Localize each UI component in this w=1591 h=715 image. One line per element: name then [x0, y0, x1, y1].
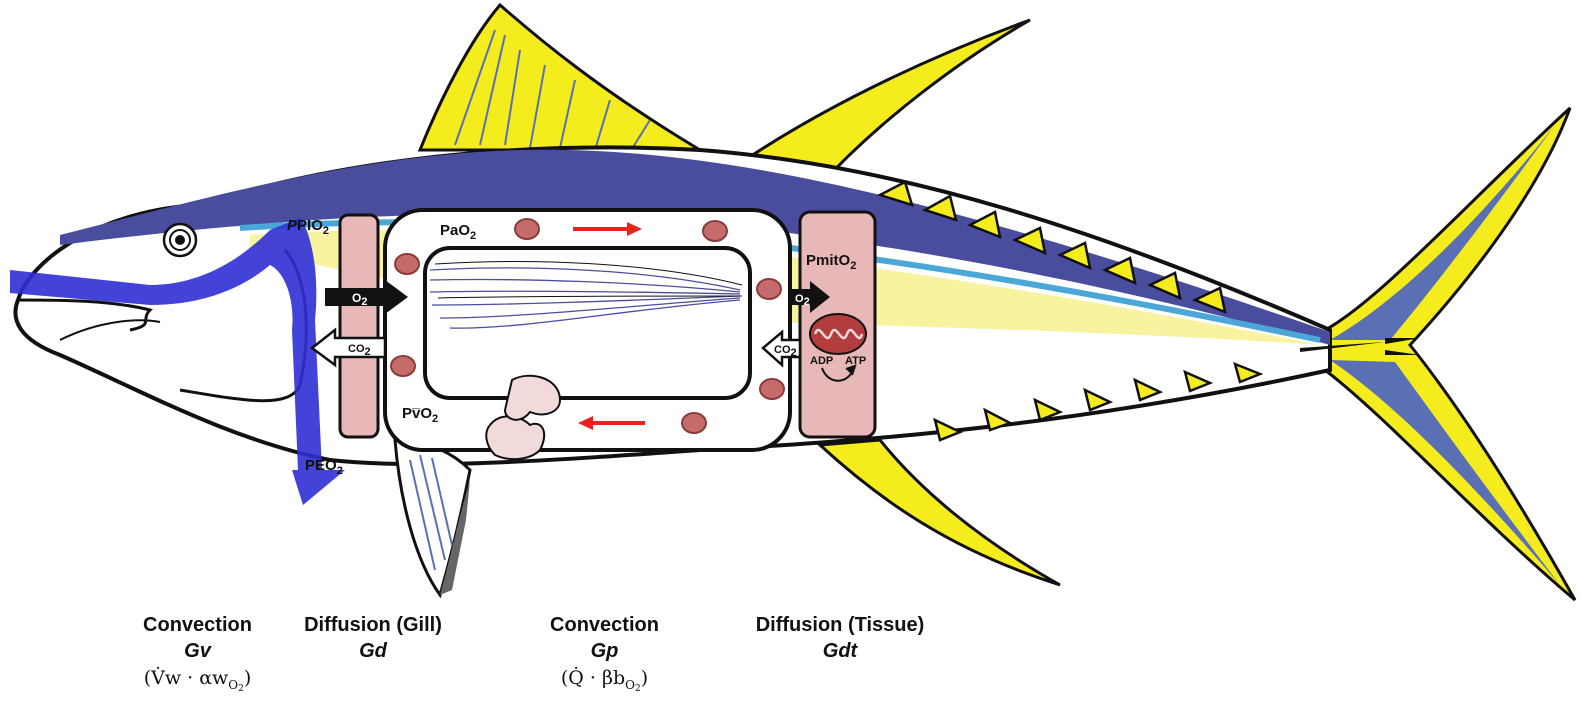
caption-gdt: Diffusion (Tissue) Gdt [735, 612, 945, 664]
adp-label: ADP [810, 355, 833, 367]
mitochondrion [810, 314, 866, 354]
gill-box [340, 215, 378, 437]
caption-gp-title: Convection [517, 612, 692, 638]
caption-gv: Convection Gv (V̇w · αwO2) [110, 612, 285, 703]
heart [486, 416, 544, 459]
caption-gv-title: Convection [110, 612, 285, 638]
caption-gp: Convection Gp (Q̇ · βbO2) [517, 612, 692, 703]
caption-gdt-symbol: Gdt [735, 638, 945, 664]
first-dorsal-fin [420, 5, 700, 150]
anal-fin [820, 440, 1060, 585]
caption-gp-equation: (Q̇ · βbO2) [517, 664, 692, 703]
eye [164, 224, 196, 256]
caption-gv-symbol: Gv [110, 638, 285, 664]
caption-gv-equation: (V̇w · αwO2) [110, 664, 285, 703]
caption-gp-symbol: Gp [517, 638, 692, 664]
caption-gdt-title: Diffusion (Tissue) [735, 612, 945, 638]
caption-gd-symbol: Gd [288, 638, 458, 664]
tail-fin [1325, 108, 1575, 600]
heart-vessel [505, 376, 560, 420]
caption-gd: Diffusion (Gill) Gd [288, 612, 458, 664]
atp-label: ATP [845, 355, 866, 367]
caption-gd-title: Diffusion (Gill) [288, 612, 458, 638]
